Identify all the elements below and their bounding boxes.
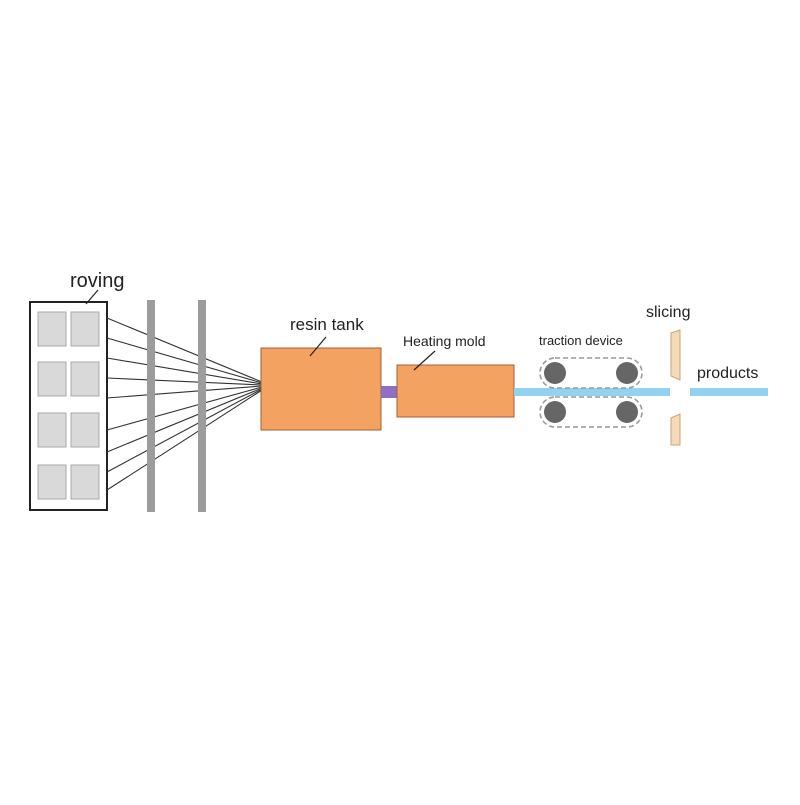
blade-icon [670,413,681,446]
bobbin-icon [37,412,67,448]
bobbin-icon [37,464,67,500]
tank-mold-connector [381,386,397,398]
fiber-strand [106,386,263,431]
fiber-strands [106,317,263,491]
heating-mold-label: Heating mold [403,333,486,349]
fiber-strand [106,377,263,386]
guide-bar-2 [198,300,206,512]
bobbin-icon [70,311,100,347]
products-label: products [697,365,758,382]
guide-bar-1 [147,300,155,512]
roller-icon [616,362,638,384]
fiber-strand [106,357,263,385]
fiber-strand [106,387,263,453]
upper-belt [539,357,643,389]
traction-device [539,357,643,428]
roving-creel [29,301,108,511]
fiber-strand [106,337,263,384]
heating-mold-leader-line [413,350,436,371]
bobbins [37,311,100,500]
bobbin-icon [70,361,100,397]
bobbin-icon [37,361,67,397]
resin-tank [260,347,382,431]
roving-leader-line [85,289,99,305]
products-strand [690,388,768,396]
fiber-strand [106,388,263,473]
profile-strand [514,388,670,396]
roller-icon [544,362,566,384]
heating-mold [396,364,515,418]
roller-icon [616,401,638,423]
bobbin-icon [70,412,100,448]
roller-icon [544,401,566,423]
roving-label: roving [70,270,124,292]
blade-icon [670,329,681,381]
traction-device-label: traction device [539,333,623,348]
fiber-strand [106,389,263,491]
resin-tank-leader-line [309,336,327,357]
bobbin-icon [37,311,67,347]
fiber-strand [106,385,263,399]
bobbin-icon [70,464,100,500]
resin-tank-label: resin tank [290,315,364,334]
fiber-strand [106,317,263,383]
lower-belt [539,396,643,428]
slicing-label: slicing [646,304,690,321]
